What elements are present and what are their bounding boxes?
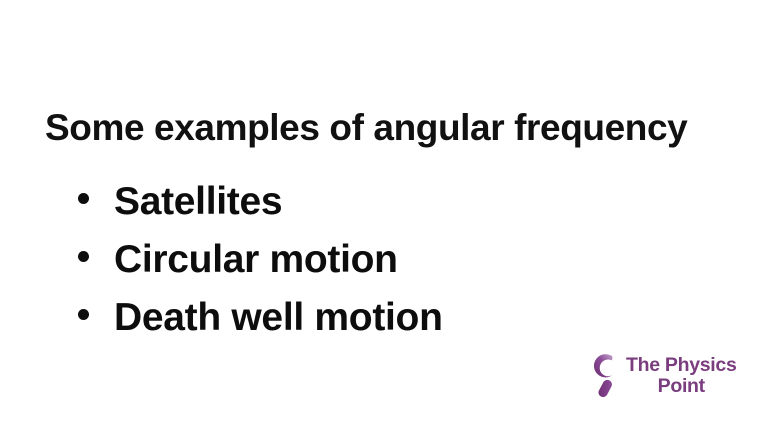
bullet-dot-icon <box>78 309 89 320</box>
bullet-list: Satellites Circular motion Death well mo… <box>78 178 443 352</box>
list-item: Death well motion <box>78 294 443 352</box>
list-item-label: Death well motion <box>114 296 443 339</box>
logo-line-1: The Physics <box>626 353 737 376</box>
list-item: Satellites <box>78 178 443 236</box>
logo-wordmark: The Physics Point <box>626 353 737 397</box>
list-item-label: Satellites <box>114 180 283 223</box>
list-item: Circular motion <box>78 236 443 294</box>
bullet-dot-icon <box>78 193 89 204</box>
list-item-label: Circular motion <box>114 238 398 281</box>
page-title: Some examples of angular frequency <box>45 106 688 148</box>
brand-logo: The Physics Point <box>588 348 738 404</box>
bullet-dot-icon <box>78 251 89 262</box>
logo-line-2: Point <box>657 375 706 397</box>
magnifying-glass-icon <box>588 351 624 401</box>
